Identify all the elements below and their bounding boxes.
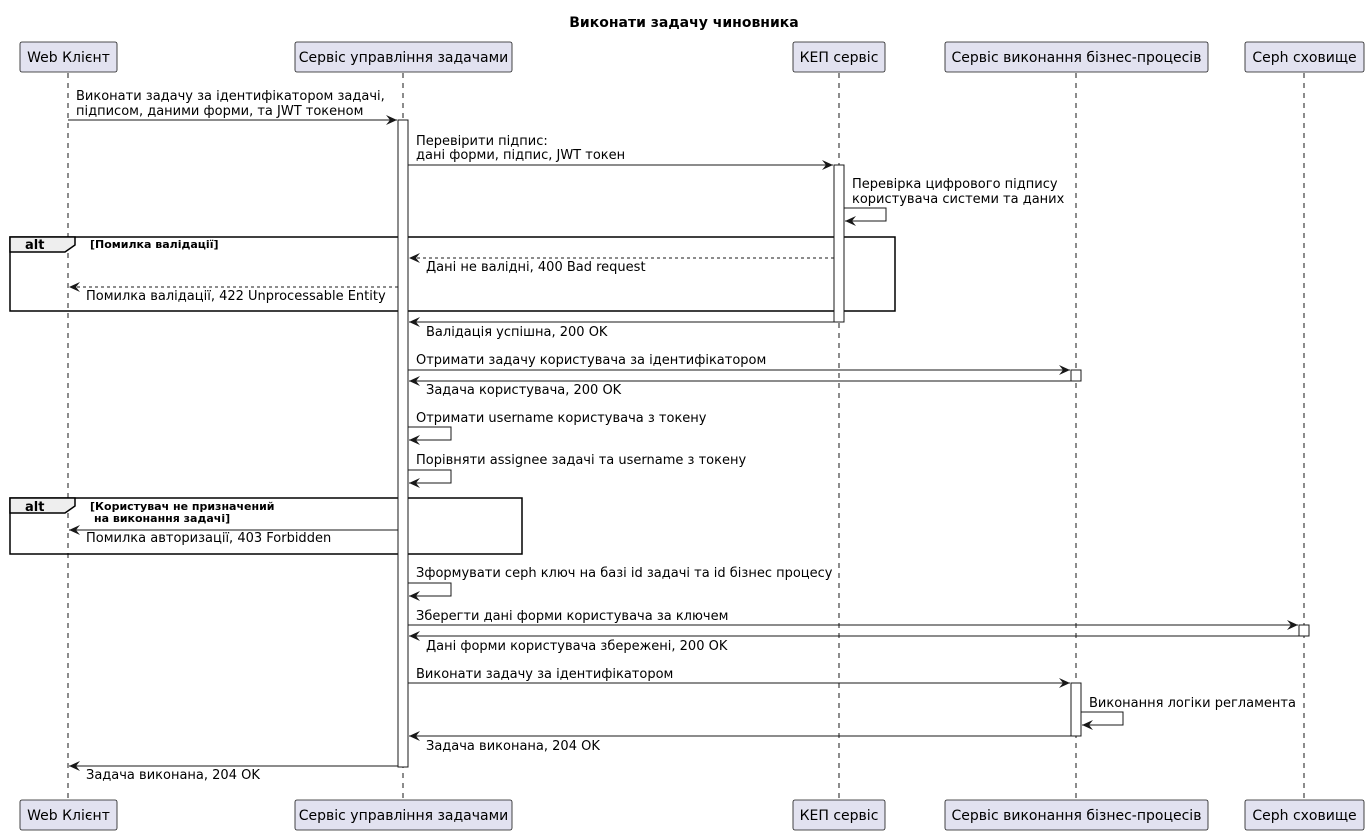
message-label: Виконати задачу за ідентифікатором — [416, 667, 673, 682]
alt-keyword: alt — [25, 238, 44, 253]
message-label: Дані форми користувача збережені, 200 OK — [426, 639, 728, 654]
message-label: Перевірити підпис: — [416, 134, 548, 149]
participant-bp-service: Сервіс виконання бізнес-процесів — [944, 799, 1209, 831]
participant-label: Сервіс управління задачами — [299, 50, 509, 66]
activation-bp-service-1 — [1070, 369, 1082, 382]
participant-kep-service: КЕП сервіс — [792, 41, 886, 73]
message-label: Перевірка цифрового підпису — [852, 177, 1058, 192]
activation-kep-service — [833, 164, 845, 323]
participant-task-service: Сервіс управління задачами — [294, 799, 513, 831]
message-label: Задача виконана, 204 OK — [86, 768, 260, 783]
message-label: Дані не валідні, 400 Bad request — [426, 260, 646, 275]
messages — [68, 115, 1299, 771]
self-message-arrow — [408, 426, 452, 445]
alt-fragment-validation: alt [Помилка валідації] — [9, 236, 896, 312]
participant-task-service: Сервіс управління задачами — [294, 41, 513, 73]
participant-label: КЕП сервіс — [800, 808, 879, 824]
participant-web-client: Web Клієнт — [19, 799, 118, 831]
participant-ceph-storage: Ceph сховище — [1244, 799, 1365, 831]
participant-label: Сервіс виконання бізнес-процесів — [952, 808, 1202, 824]
alt-condition: [Помилка валідації] — [90, 238, 219, 251]
self-message-arrow — [1081, 711, 1124, 730]
participant-web-client: Web Клієнт — [19, 41, 118, 73]
activation-bp-service-2 — [1070, 682, 1082, 737]
participant-ceph-storage: Ceph сховище — [1244, 41, 1365, 73]
message-label: підписом, даними форми, та JWT токеном — [76, 104, 363, 119]
participants-bottom: Web Клієнт Сервіс управління задачами КЕ… — [19, 799, 1365, 831]
message-label: Валідація успішна, 200 OK — [426, 325, 608, 340]
participant-label: КЕП сервіс — [800, 50, 879, 66]
message-label: Виконати задачу за ідентифікатором задач… — [76, 89, 385, 104]
activation-task-service — [397, 119, 409, 768]
participants-top: Web Клієнт Сервіс управління задачами КЕ… — [19, 41, 1365, 73]
message-label: Порівняти assignee задачі та username з … — [416, 453, 746, 468]
message-label: Задача виконана, 204 OK — [426, 739, 600, 754]
participant-label: Сервіс виконання бізнес-процесів — [952, 50, 1202, 66]
message-label: Помилка валідації, 422 Unprocessable Ent… — [86, 289, 386, 304]
alt-condition-line-1: [Користувач не призначений — [90, 500, 275, 513]
message-label: Задача користувача, 200 OK — [426, 383, 622, 398]
message-labels: Виконати задачу за ідентифікатором задач… — [76, 89, 1296, 783]
participant-label: Web Клієнт — [27, 50, 110, 66]
message-label: Отримати задачу користувача за ідентифік… — [416, 353, 766, 368]
message-label: Зберегти дані форми користувача за ключе… — [416, 609, 728, 624]
self-message-arrow — [408, 582, 452, 601]
message-label: Отримати username користувача з токену — [416, 411, 707, 426]
self-message-arrow — [844, 207, 887, 226]
activation-ceph-storage — [1298, 624, 1310, 637]
lifelines — [67, 73, 1305, 800]
alt-fragment-authorization: alt [Користувач не призначений на викона… — [9, 497, 523, 555]
participant-label: Ceph сховище — [1252, 808, 1356, 824]
message-label: Зформувати ceph ключ на базі id задачі т… — [416, 566, 833, 581]
message-label: дані форми, підпис, JWT токен — [416, 148, 625, 163]
message-label: Виконання логіки регламента — [1089, 696, 1296, 711]
participant-label: Сервіс управління задачами — [299, 808, 509, 824]
diagram-title: Виконати задачу чиновника — [569, 15, 798, 31]
self-message-arrow — [408, 469, 452, 488]
participant-label: Ceph сховище — [1252, 50, 1356, 66]
participant-label: Web Клієнт — [27, 808, 110, 824]
participant-bp-service: Сервіс виконання бізнес-процесів — [944, 41, 1209, 73]
message-label: Помилка авторизації, 403 Forbidden — [86, 531, 331, 546]
alt-keyword: alt — [25, 500, 44, 515]
activation-bars — [397, 119, 1310, 768]
message-label: користувача системи та даних — [852, 192, 1065, 207]
participant-kep-service: КЕП сервіс — [792, 799, 886, 831]
alt-condition-line-2: на виконання задачі] — [94, 512, 230, 525]
